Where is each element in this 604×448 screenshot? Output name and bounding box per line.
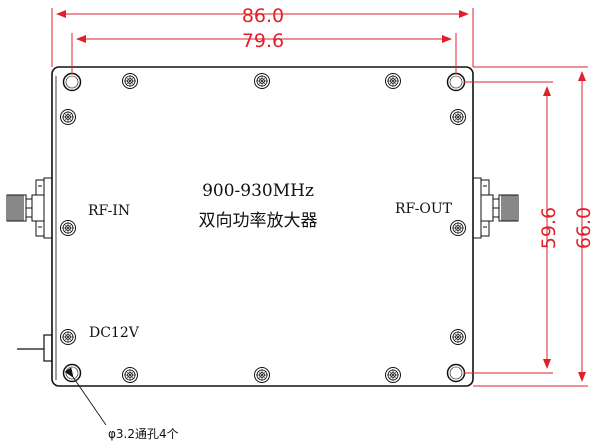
screw-icon: [60, 220, 76, 236]
dimension-total-height-label: 66.0: [573, 207, 595, 249]
dimension-total-height: [473, 66, 588, 387]
dimension-hole-height-label: 59.6: [538, 207, 560, 249]
hole-note-label: φ3.2通孔4个: [108, 427, 179, 441]
screw-icon: [122, 367, 138, 383]
screw-icon: [122, 73, 138, 89]
screw-icon: [450, 220, 466, 236]
screw-icon: [254, 367, 270, 383]
product-name-title: 双向功率放大器: [199, 211, 318, 231]
screw-icon: [385, 367, 401, 383]
dc-input-label: DC12V: [89, 325, 140, 341]
mounting-hole-bottom-right: [446, 363, 466, 383]
rf-out-label: RF-OUT: [395, 201, 453, 217]
screw-icon: [450, 329, 466, 345]
dimension-hole-height: [464, 81, 553, 374]
screw-icon: [60, 109, 76, 125]
hole-callout: φ3.2通孔4个: [64, 367, 179, 441]
mounting-hole-top-right: [446, 72, 466, 92]
rf-in-label: RF-IN: [88, 203, 130, 219]
dc-feedthrough: [17, 334, 53, 362]
screw-icon: [385, 73, 401, 89]
mounting-hole-top-left: [62, 72, 82, 92]
screw-icon: [60, 329, 76, 345]
screw-icon: [254, 73, 270, 89]
sma-connector-rf-out: [472, 177, 519, 239]
dimension-hole-width-label: 79.6: [242, 30, 284, 52]
dimension-total-width-label: 86.0: [242, 5, 284, 27]
mounting-hole-bottom-left: [62, 363, 82, 383]
screw-icon: [450, 109, 466, 125]
product-frequency-title: 900-930MHz: [202, 181, 314, 201]
dimension-total-width: [51, 8, 474, 67]
sma-connector-rf-in: [6, 177, 53, 239]
dimension-hole-width: [71, 33, 457, 74]
